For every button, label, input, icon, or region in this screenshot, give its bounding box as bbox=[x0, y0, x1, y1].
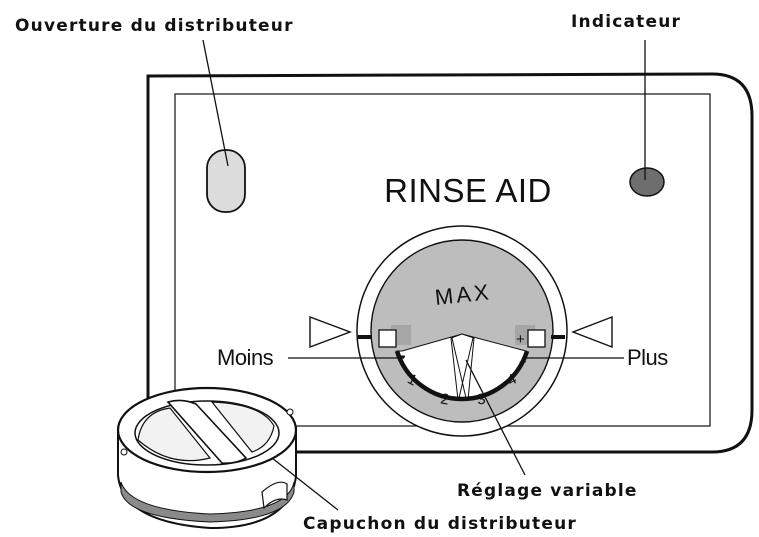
cap-grip-bar bbox=[166, 399, 248, 464]
left-arrow-triangle bbox=[309, 315, 352, 349]
dispenser-opening bbox=[206, 149, 246, 213]
label-indicator: Indicateur bbox=[571, 12, 681, 32]
cap-grip-slot-left bbox=[137, 407, 212, 462]
cap-tab-left bbox=[120, 448, 128, 456]
dial-step-3: 3 bbox=[476, 390, 487, 408]
pointer-line-a bbox=[451, 337, 467, 399]
label-more: Plus bbox=[627, 345, 668, 370]
leader-variable-setting bbox=[465, 359, 526, 476]
dial-step-2: 2 bbox=[439, 390, 450, 408]
dial-scale-arc bbox=[394, 350, 530, 402]
leader-dispenser-opening bbox=[202, 39, 229, 167]
cap-grip-slot-right bbox=[210, 401, 275, 453]
minus-marker bbox=[378, 329, 397, 348]
cap-band bbox=[120, 481, 295, 523]
label-variable-setting: Réglage variable bbox=[457, 481, 638, 501]
plus-marker bbox=[527, 329, 546, 348]
dispenser-cap bbox=[116, 386, 298, 530]
panel-title: RINSE AID bbox=[384, 172, 552, 209]
leader-dispenser-cap bbox=[271, 457, 339, 511]
indicator-light bbox=[629, 167, 665, 197]
rinse-aid-dial: 1 2 3 4 MAX - + + bbox=[356, 225, 568, 437]
pointer-line-b bbox=[458, 337, 474, 399]
label-dispenser-cap: Capuchon du distributeur bbox=[303, 514, 577, 534]
plus-sign-small: + bbox=[519, 354, 527, 369]
label-dispenser-opening: Ouverture du distributeur bbox=[15, 16, 294, 36]
cap-notch bbox=[261, 481, 288, 510]
dial-max-label: MAX bbox=[434, 279, 493, 310]
label-less: Moins bbox=[217, 345, 274, 370]
plus-sign: + bbox=[516, 331, 525, 348]
minus-sign: - bbox=[400, 346, 406, 365]
right-arrow-triangle bbox=[571, 315, 613, 349]
cap-tab-right bbox=[286, 408, 294, 416]
